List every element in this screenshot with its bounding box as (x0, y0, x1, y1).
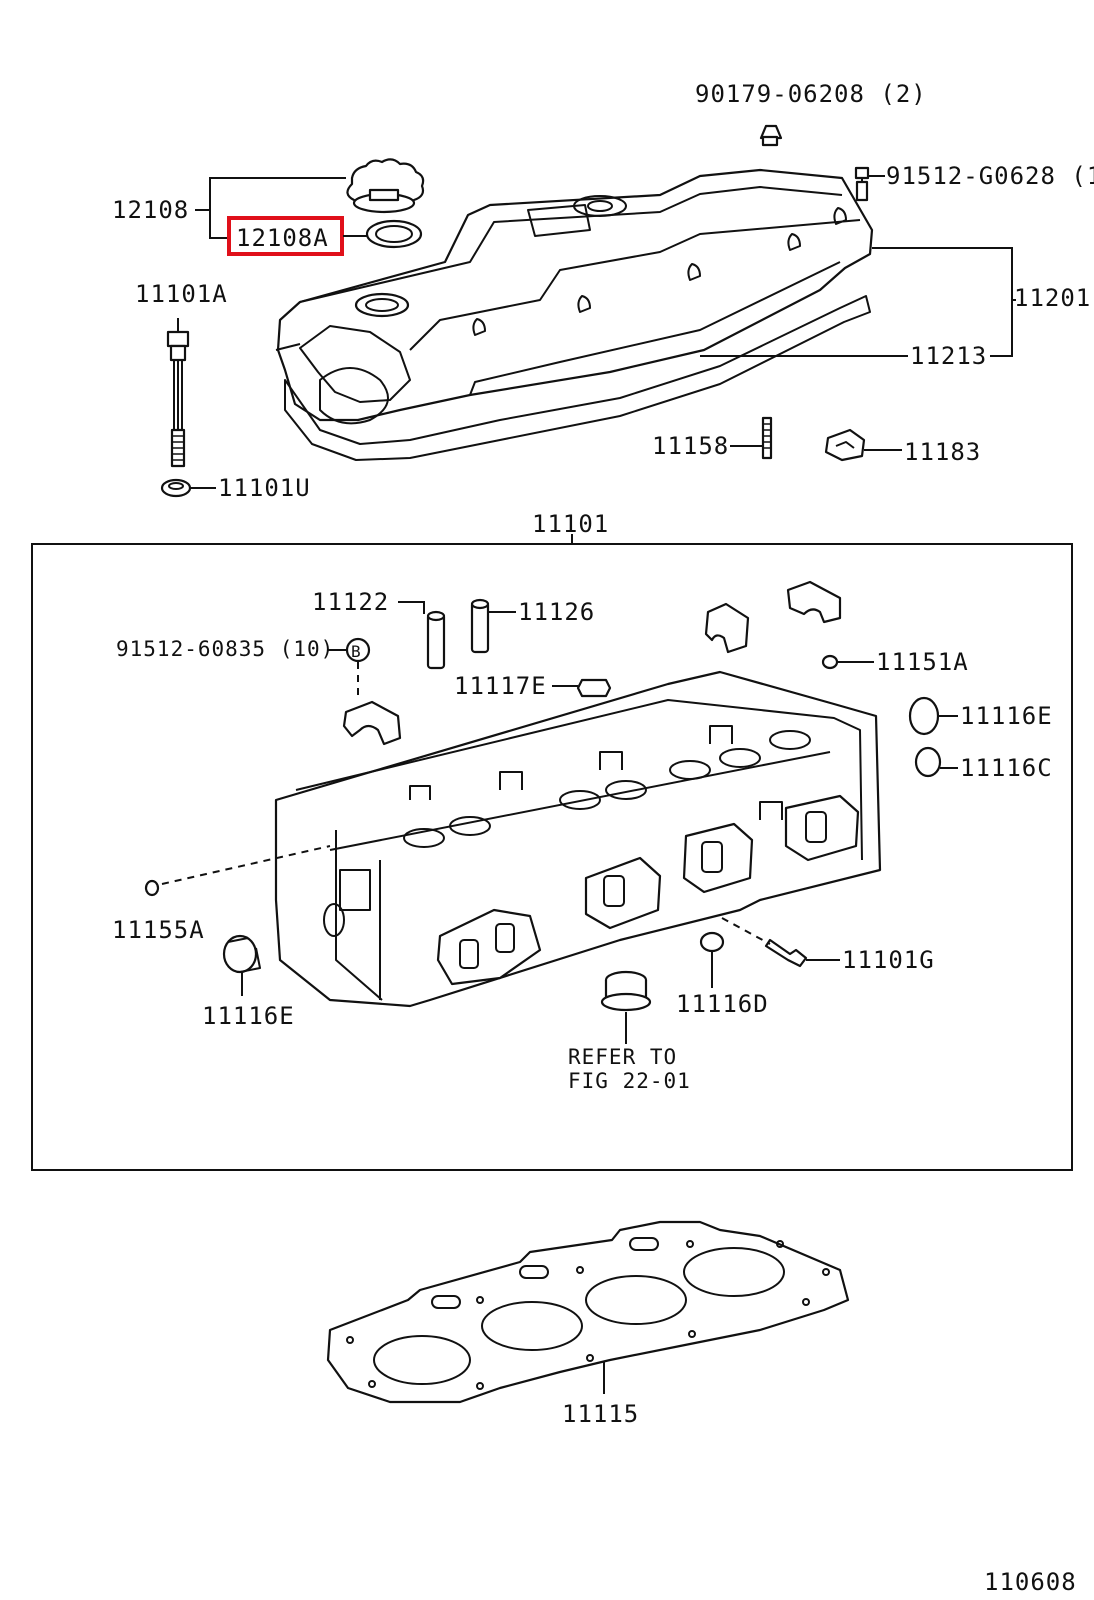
bolt-91512-g0628[interactable] (854, 166, 870, 202)
stud-11101g[interactable] (764, 938, 808, 968)
callout-b-letter: B (351, 642, 362, 661)
head-bolt-11101a[interactable] (166, 330, 190, 468)
plug-11151a[interactable] (821, 654, 839, 670)
camshaft-cap-left[interactable] (342, 700, 402, 746)
valve-cover-group: 90179-06208 (2) 91512-G0628 (10) 12108 1… (112, 80, 1094, 502)
plug-11117e[interactable] (576, 678, 612, 698)
label-12108: 12108 (112, 196, 189, 224)
label-11213: 11213 (910, 342, 987, 370)
camshaft-cap-top-1[interactable] (704, 602, 750, 654)
cylinder-head-section: 11101 11122 11126 91512-60835 (10) B (31, 510, 1073, 1171)
cylinder-head-frame (31, 543, 1073, 1171)
part-11183[interactable] (824, 428, 866, 462)
label-11116e-right: 11116E (960, 702, 1053, 730)
filler-cap-gasket[interactable] (365, 219, 423, 249)
figure-number: 110608 (984, 1568, 1077, 1596)
label-11126: 11126 (518, 598, 595, 626)
oil-filler-cap[interactable] (346, 158, 425, 214)
label-91512-g0628: 91512-G0628 (10) (886, 162, 1094, 190)
camshaft-cap-top-2[interactable] (786, 580, 842, 624)
cylinder-head-gasket[interactable] (326, 1220, 850, 1404)
injector-seat-refer[interactable] (600, 970, 652, 1012)
label-11116c: 11116C (960, 754, 1053, 782)
stud-11158[interactable] (761, 416, 773, 460)
label-91512-60835: 91512-60835 (10) (116, 637, 334, 661)
label-12108a[interactable]: 12108A (236, 224, 329, 252)
washer-11101u[interactable] (160, 478, 192, 498)
callout-b-circle (345, 637, 371, 663)
cylinder-head-body[interactable] (274, 670, 882, 1008)
label-11101a: 11101A (135, 280, 228, 308)
pin-11155a[interactable] (144, 879, 160, 897)
cover-gasket[interactable] (275, 295, 871, 461)
highlight-box-12108a (227, 216, 344, 256)
plug-11116e-left[interactable] (222, 934, 261, 974)
label-90179: 90179-06208 (2) (695, 80, 927, 108)
label-11116d: 11116D (676, 990, 769, 1018)
label-11117e: 11117E (454, 672, 547, 700)
label-11115: 11115 (562, 1400, 639, 1428)
label-11155a: 11155A (112, 916, 205, 944)
label-11151a: 11151A (876, 648, 969, 676)
plug-11116d[interactable] (699, 931, 725, 953)
label-11101: 11101 (532, 510, 609, 538)
label-11116e-left: 11116E (202, 1002, 295, 1030)
refer-to-line1[interactable]: REFER TO (568, 1045, 677, 1069)
valve-guide-11126[interactable] (470, 598, 490, 654)
head-gasket-group: 11115 (326, 1220, 850, 1428)
plug-11116c[interactable] (914, 746, 942, 778)
bolt-90179[interactable] (759, 124, 783, 147)
label-11101g: 11101G (842, 946, 935, 974)
bracket-12108 (209, 177, 346, 239)
label-11122: 11122 (312, 588, 389, 616)
valve-guide-11122[interactable] (426, 610, 446, 670)
label-11101u: 11101U (218, 474, 311, 502)
cylinder-head-cover[interactable] (276, 168, 874, 422)
plug-11116e-right[interactable] (908, 696, 940, 736)
bracket-11201 (872, 247, 1013, 357)
refer-to-line2[interactable]: FIG 22-01 (568, 1069, 691, 1093)
label-11158: 11158 (652, 432, 729, 460)
label-11183: 11183 (904, 438, 981, 466)
label-11201: 11201 (1014, 284, 1091, 312)
